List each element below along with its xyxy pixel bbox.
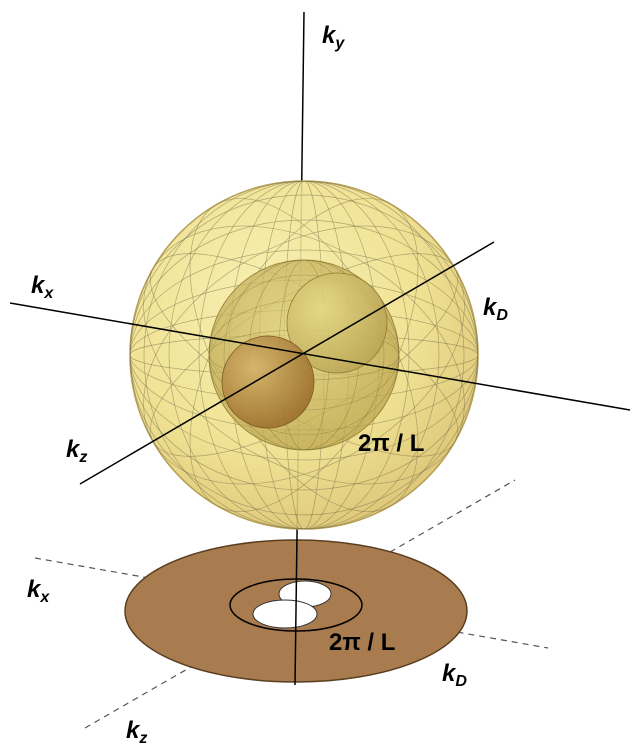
main-axes	[9, 241, 631, 485]
inner-sphere	[208, 259, 400, 451]
lower-lobe-sphere	[221, 335, 315, 429]
kD-axis-line	[79, 241, 495, 485]
kD-bottom-axis-label: kD	[442, 660, 467, 690]
kz-bottom-axis-label: kz	[126, 717, 148, 747]
kD-axis-label: kD	[483, 294, 508, 324]
sphere-size-label: 2π / L	[358, 430, 425, 457]
ky-axis-label: ky	[322, 22, 345, 52]
disk-hole-lower	[252, 599, 318, 629]
kx-bottom-axis-label: kx	[27, 576, 50, 606]
disk-size-label: 2π / L	[329, 629, 396, 656]
kx-axis-label: kx	[31, 272, 54, 302]
kx-bottom-axis-line	[34, 557, 549, 649]
kz-axis-label: kz	[66, 436, 88, 466]
kz-bottom-axis-line	[84, 479, 516, 729]
kx-axis-line	[9, 302, 631, 411]
bottom-dashed-axes	[34, 479, 549, 729]
